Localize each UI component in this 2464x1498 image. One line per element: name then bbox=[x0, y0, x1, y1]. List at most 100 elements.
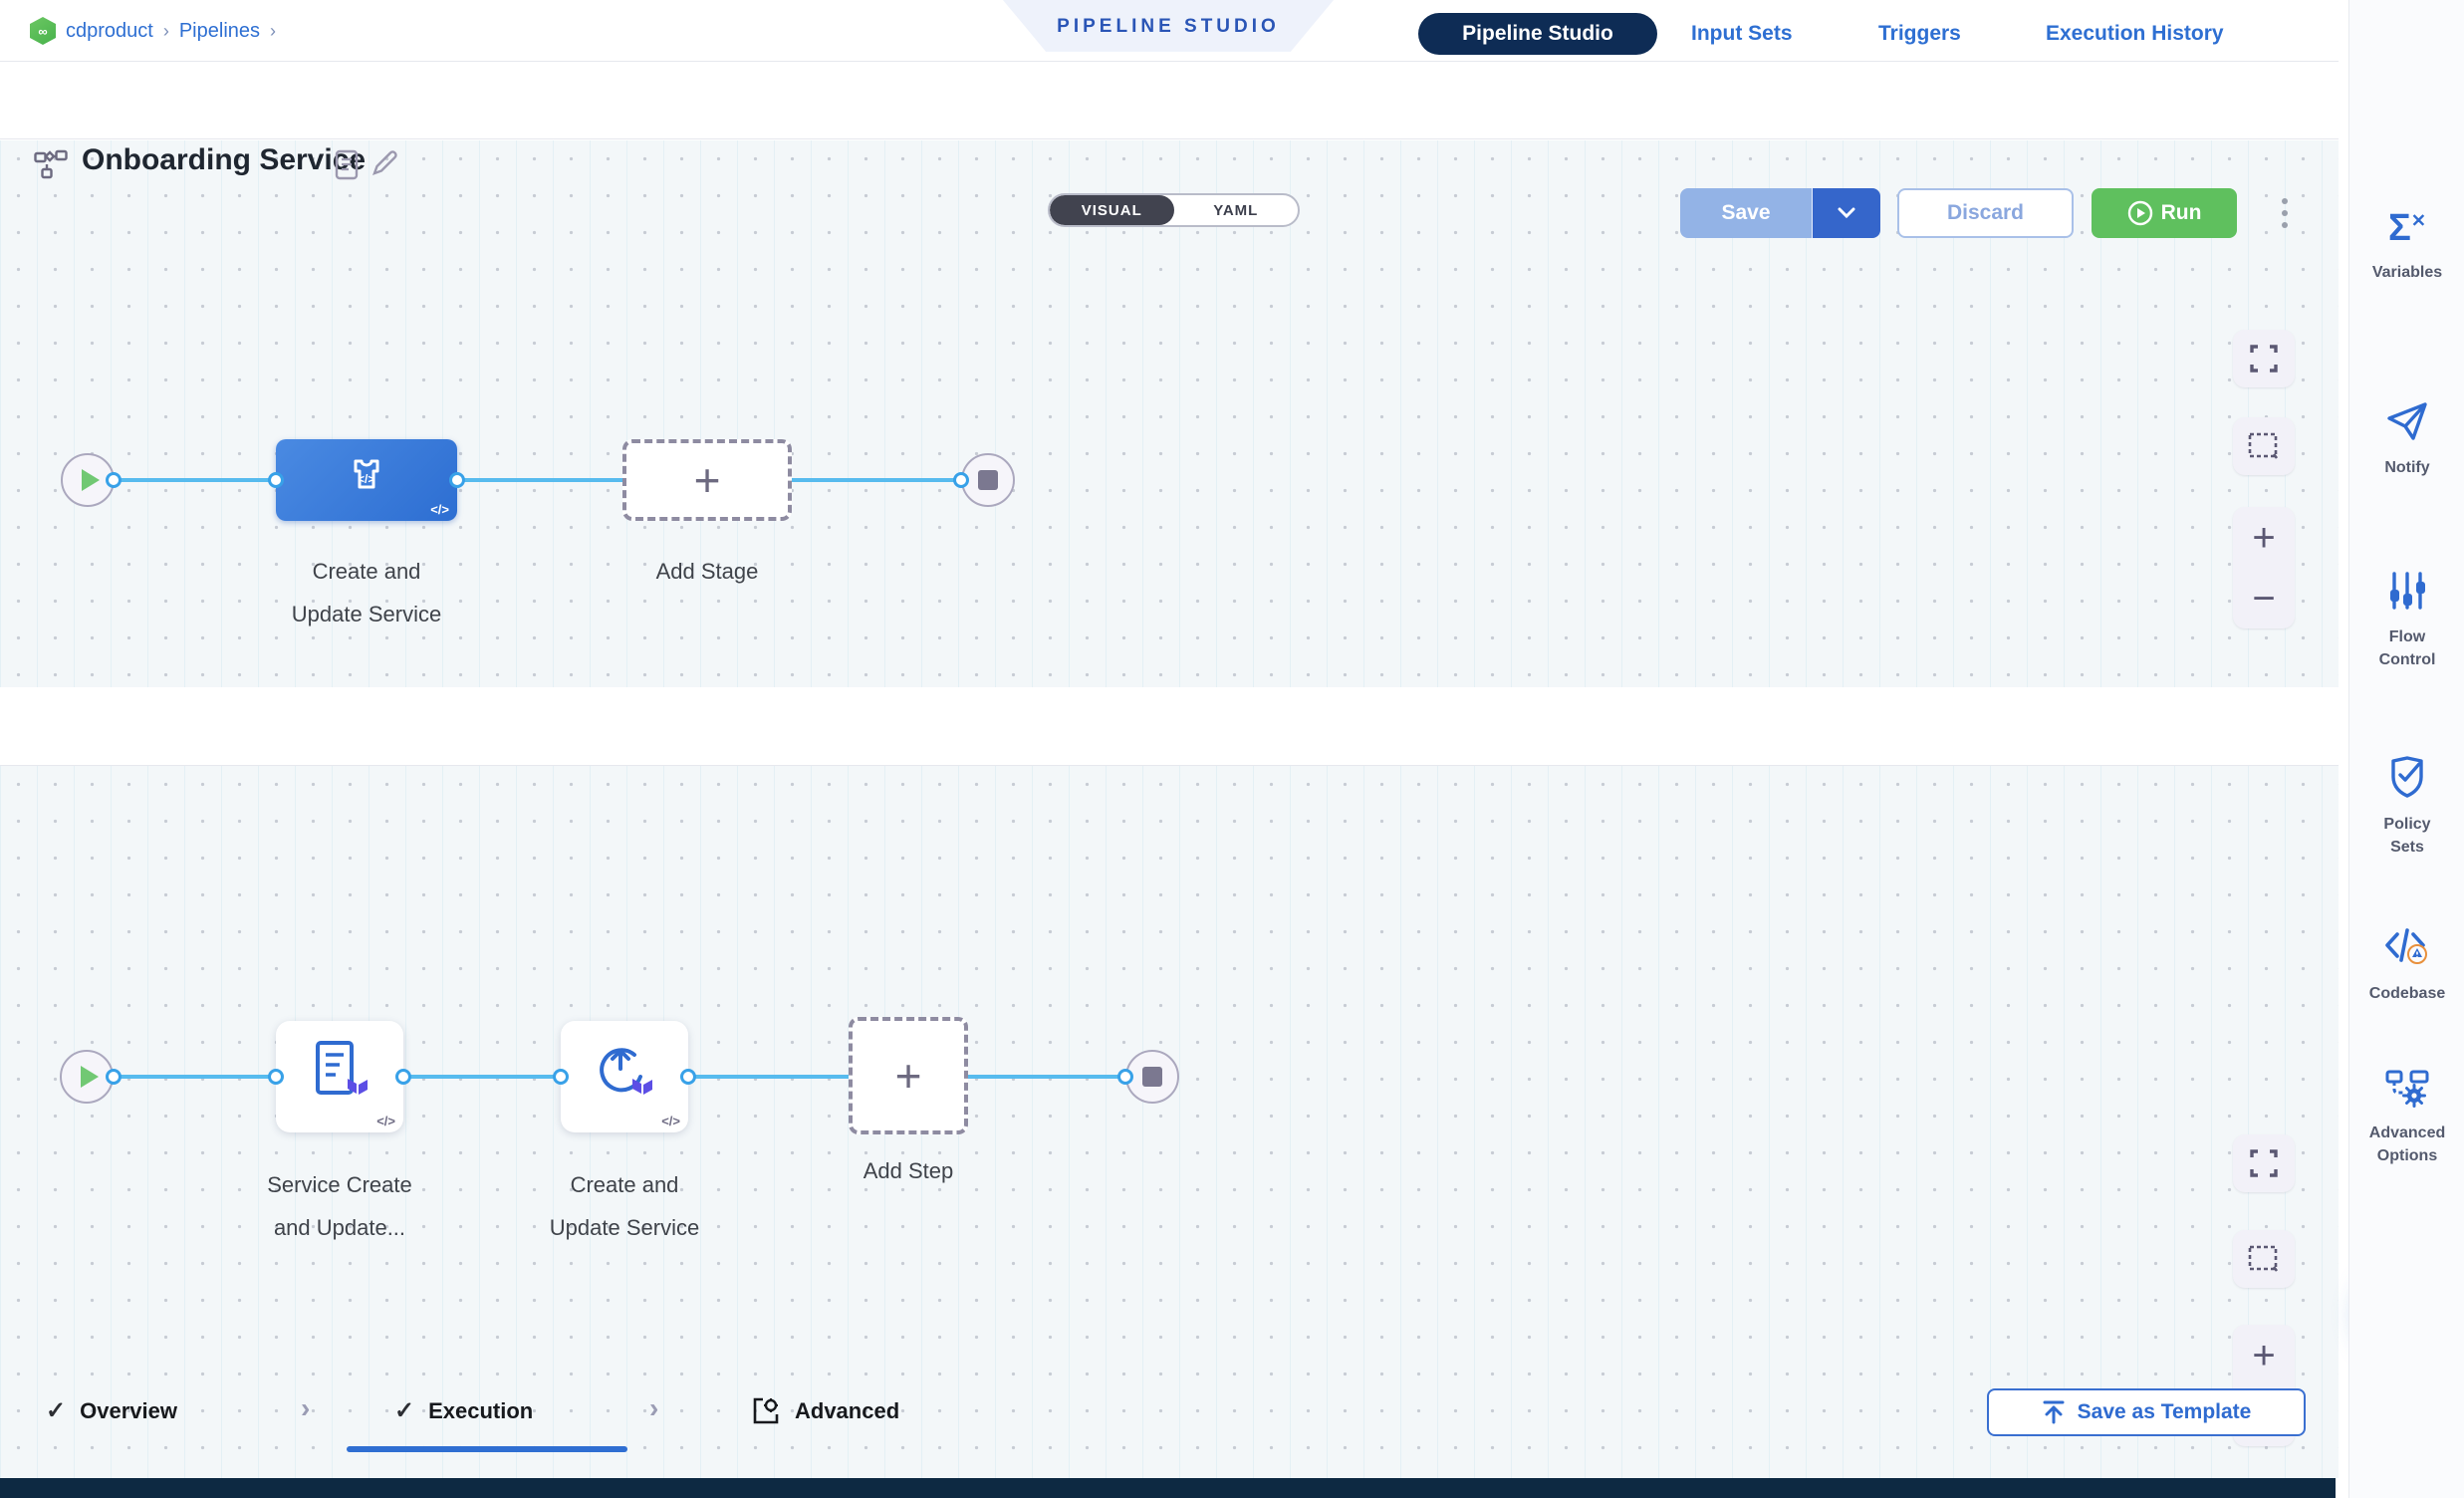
chevron-right-icon: › bbox=[301, 1392, 311, 1423]
stage-label: Create and Update Service bbox=[291, 559, 442, 626]
canvas-zoom-control[interactable]: + − bbox=[2233, 507, 2295, 628]
edge-port bbox=[449, 472, 465, 488]
pipeline-studio-banner-label: PIPELINE STUDIO bbox=[1057, 16, 1280, 37]
step1-label: Service Create and Update... bbox=[267, 1172, 412, 1240]
plus-icon: + bbox=[894, 1050, 922, 1102]
zoom-in-button[interactable]: + bbox=[2252, 515, 2276, 560]
sidebar-item-label: Policy Sets bbox=[2383, 816, 2431, 857]
add-step-label: Add Step bbox=[862, 1158, 954, 1183]
sidebar-item-policy-sets[interactable]: Policy Sets bbox=[2349, 755, 2464, 859]
tab-pipeline-studio-label: Pipeline Studio bbox=[1462, 22, 1613, 45]
run-button[interactable]: Run bbox=[2092, 188, 2237, 238]
tab-input-sets[interactable]: Input Sets bbox=[1691, 22, 1793, 45]
steps-end-node bbox=[1125, 1050, 1179, 1104]
tab-execution[interactable]: ✓ Execution bbox=[394, 1396, 533, 1425]
readme-icon[interactable] bbox=[335, 149, 361, 181]
edge-port bbox=[680, 1069, 696, 1085]
terraform-plan-icon bbox=[316, 1041, 368, 1095]
sidebar-item-label: Variables bbox=[2371, 264, 2443, 281]
stage-config-tabstrip: ✓ Overview › ✓ Execution › Advanced Save… bbox=[0, 687, 2339, 1452]
steps-start-node bbox=[60, 1050, 114, 1104]
sidebar-item-variables[interactable]: Σ✕ Variables bbox=[2349, 209, 2464, 284]
module-cd-icon: ∞ bbox=[30, 17, 56, 45]
canvas-fullscreen-button[interactable] bbox=[2233, 1134, 2295, 1192]
edge-port bbox=[268, 472, 284, 488]
execution-step-canvas[interactable]: </> Service Create and Update... </> Cre… bbox=[0, 766, 2339, 1478]
end-stop-icon bbox=[978, 470, 998, 490]
pipeline-end-node bbox=[961, 453, 1015, 507]
canvas-fullscreen-button[interactable] bbox=[2233, 330, 2295, 387]
save-as-template-label: Save as Template bbox=[2077, 1400, 2252, 1423]
tab-pipeline-studio[interactable]: Pipeline Studio bbox=[1418, 13, 1657, 55]
custom-stage-icon: </> bbox=[354, 459, 379, 489]
codebase-icon bbox=[2385, 928, 2427, 964]
variables-icon: Σ✕ bbox=[2388, 207, 2426, 249]
right-sidebar: Σ✕ Variables Notify Flow Control Policy … bbox=[2348, 0, 2464, 1498]
edit-pencil-icon[interactable] bbox=[369, 147, 400, 179]
zoom-out-button[interactable]: − bbox=[2252, 576, 2276, 621]
tab-triggers[interactable]: Triggers bbox=[1878, 22, 1961, 45]
add-stage-label: Add Stage bbox=[655, 559, 759, 584]
tab-execution-history[interactable]: Execution History bbox=[2046, 22, 2224, 45]
bottom-bar bbox=[0, 1478, 2336, 1498]
step2-label: Create and Update Service bbox=[549, 1172, 700, 1240]
canvas-select-button[interactable] bbox=[2233, 417, 2295, 475]
zoom-in-button[interactable]: + bbox=[2252, 1333, 2276, 1377]
active-tab-underline bbox=[347, 1446, 627, 1452]
edge-port bbox=[395, 1069, 411, 1085]
sidebar-item-flow-control[interactable]: Flow Control bbox=[2349, 570, 2464, 671]
step-node-service-create-update[interactable]: </> bbox=[276, 1021, 403, 1132]
top-bar: ∞ cdproduct › Pipelines › PIPELINE STUDI… bbox=[0, 0, 2339, 62]
more-options-button[interactable] bbox=[2263, 191, 2307, 235]
breadcrumb-project[interactable]: cdproduct bbox=[66, 19, 153, 42]
step-code-badge: </> bbox=[376, 1114, 395, 1128]
pipeline-title: Onboarding Service bbox=[82, 143, 367, 176]
flow-control-sliders-icon bbox=[2390, 572, 2425, 610]
stage-code-badge: </> bbox=[430, 502, 449, 517]
save-button[interactable]: Save bbox=[1680, 188, 1813, 238]
edge-port bbox=[106, 472, 122, 488]
notify-paper-plane-icon bbox=[2387, 402, 2427, 440]
sidebar-item-label: Notify bbox=[2384, 459, 2430, 476]
visual-yaml-toggle: VISUAL YAML bbox=[1048, 193, 1300, 227]
breadcrumb-separator: › bbox=[270, 20, 277, 41]
tab-overview-label: Overview bbox=[80, 1397, 177, 1423]
terraform-apply-icon bbox=[600, 1048, 652, 1095]
svg-text:</>: </> bbox=[358, 472, 374, 486]
check-icon: ✓ bbox=[46, 1397, 67, 1424]
stage-canvas[interactable]: </> </> Create and Update Service + Add … bbox=[0, 140, 2339, 687]
plus-icon: + bbox=[693, 454, 721, 506]
tab-overview[interactable]: ✓ Overview bbox=[46, 1396, 177, 1425]
sidebar-item-label: Advanced Options bbox=[2368, 1124, 2446, 1165]
sidebar-item-notify[interactable]: Notify bbox=[2349, 400, 2464, 479]
chevron-down-icon bbox=[1838, 207, 1855, 219]
upload-icon bbox=[2043, 1400, 2065, 1424]
start-play-icon bbox=[81, 469, 100, 491]
start-play-icon bbox=[80, 1066, 99, 1088]
toggle-visual[interactable]: VISUAL bbox=[1050, 195, 1174, 225]
advanced-settings-icon bbox=[753, 1397, 779, 1424]
stage-node-create-update-service[interactable]: </> </> bbox=[276, 439, 457, 521]
sidebar-item-advanced-options[interactable]: Advanced Options bbox=[2349, 1068, 2464, 1167]
step-code-badge: </> bbox=[661, 1114, 680, 1128]
add-step-button[interactable]: + bbox=[849, 1017, 968, 1134]
fullscreen-icon bbox=[2250, 345, 2278, 373]
edge-port bbox=[268, 1069, 284, 1085]
canvas-select-button[interactable] bbox=[2233, 1230, 2295, 1288]
tab-advanced-label: Advanced bbox=[795, 1398, 900, 1423]
advanced-options-icon bbox=[2385, 1070, 2429, 1108]
breadcrumb-pipelines[interactable]: Pipelines bbox=[178, 19, 261, 42]
add-stage-button[interactable]: + bbox=[622, 439, 792, 521]
policy-shield-icon bbox=[2391, 756, 2423, 798]
fullscreen-icon bbox=[2250, 1149, 2278, 1177]
selection-box-icon bbox=[2248, 1245, 2279, 1272]
save-as-template-button[interactable]: Save as Template bbox=[1987, 1388, 2306, 1436]
step-node-create-update-service[interactable]: </> bbox=[561, 1021, 688, 1132]
save-menu-button[interactable] bbox=[1813, 188, 1880, 238]
save-split-button: Save bbox=[1680, 188, 1880, 238]
tab-advanced[interactable]: Advanced bbox=[751, 1396, 899, 1426]
discard-button[interactable]: Discard bbox=[1897, 188, 2074, 238]
toggle-yaml[interactable]: YAML bbox=[1213, 201, 1259, 219]
sidebar-item-codebase[interactable]: Codebase bbox=[2349, 926, 2464, 1005]
stage-edge-line bbox=[88, 478, 988, 482]
